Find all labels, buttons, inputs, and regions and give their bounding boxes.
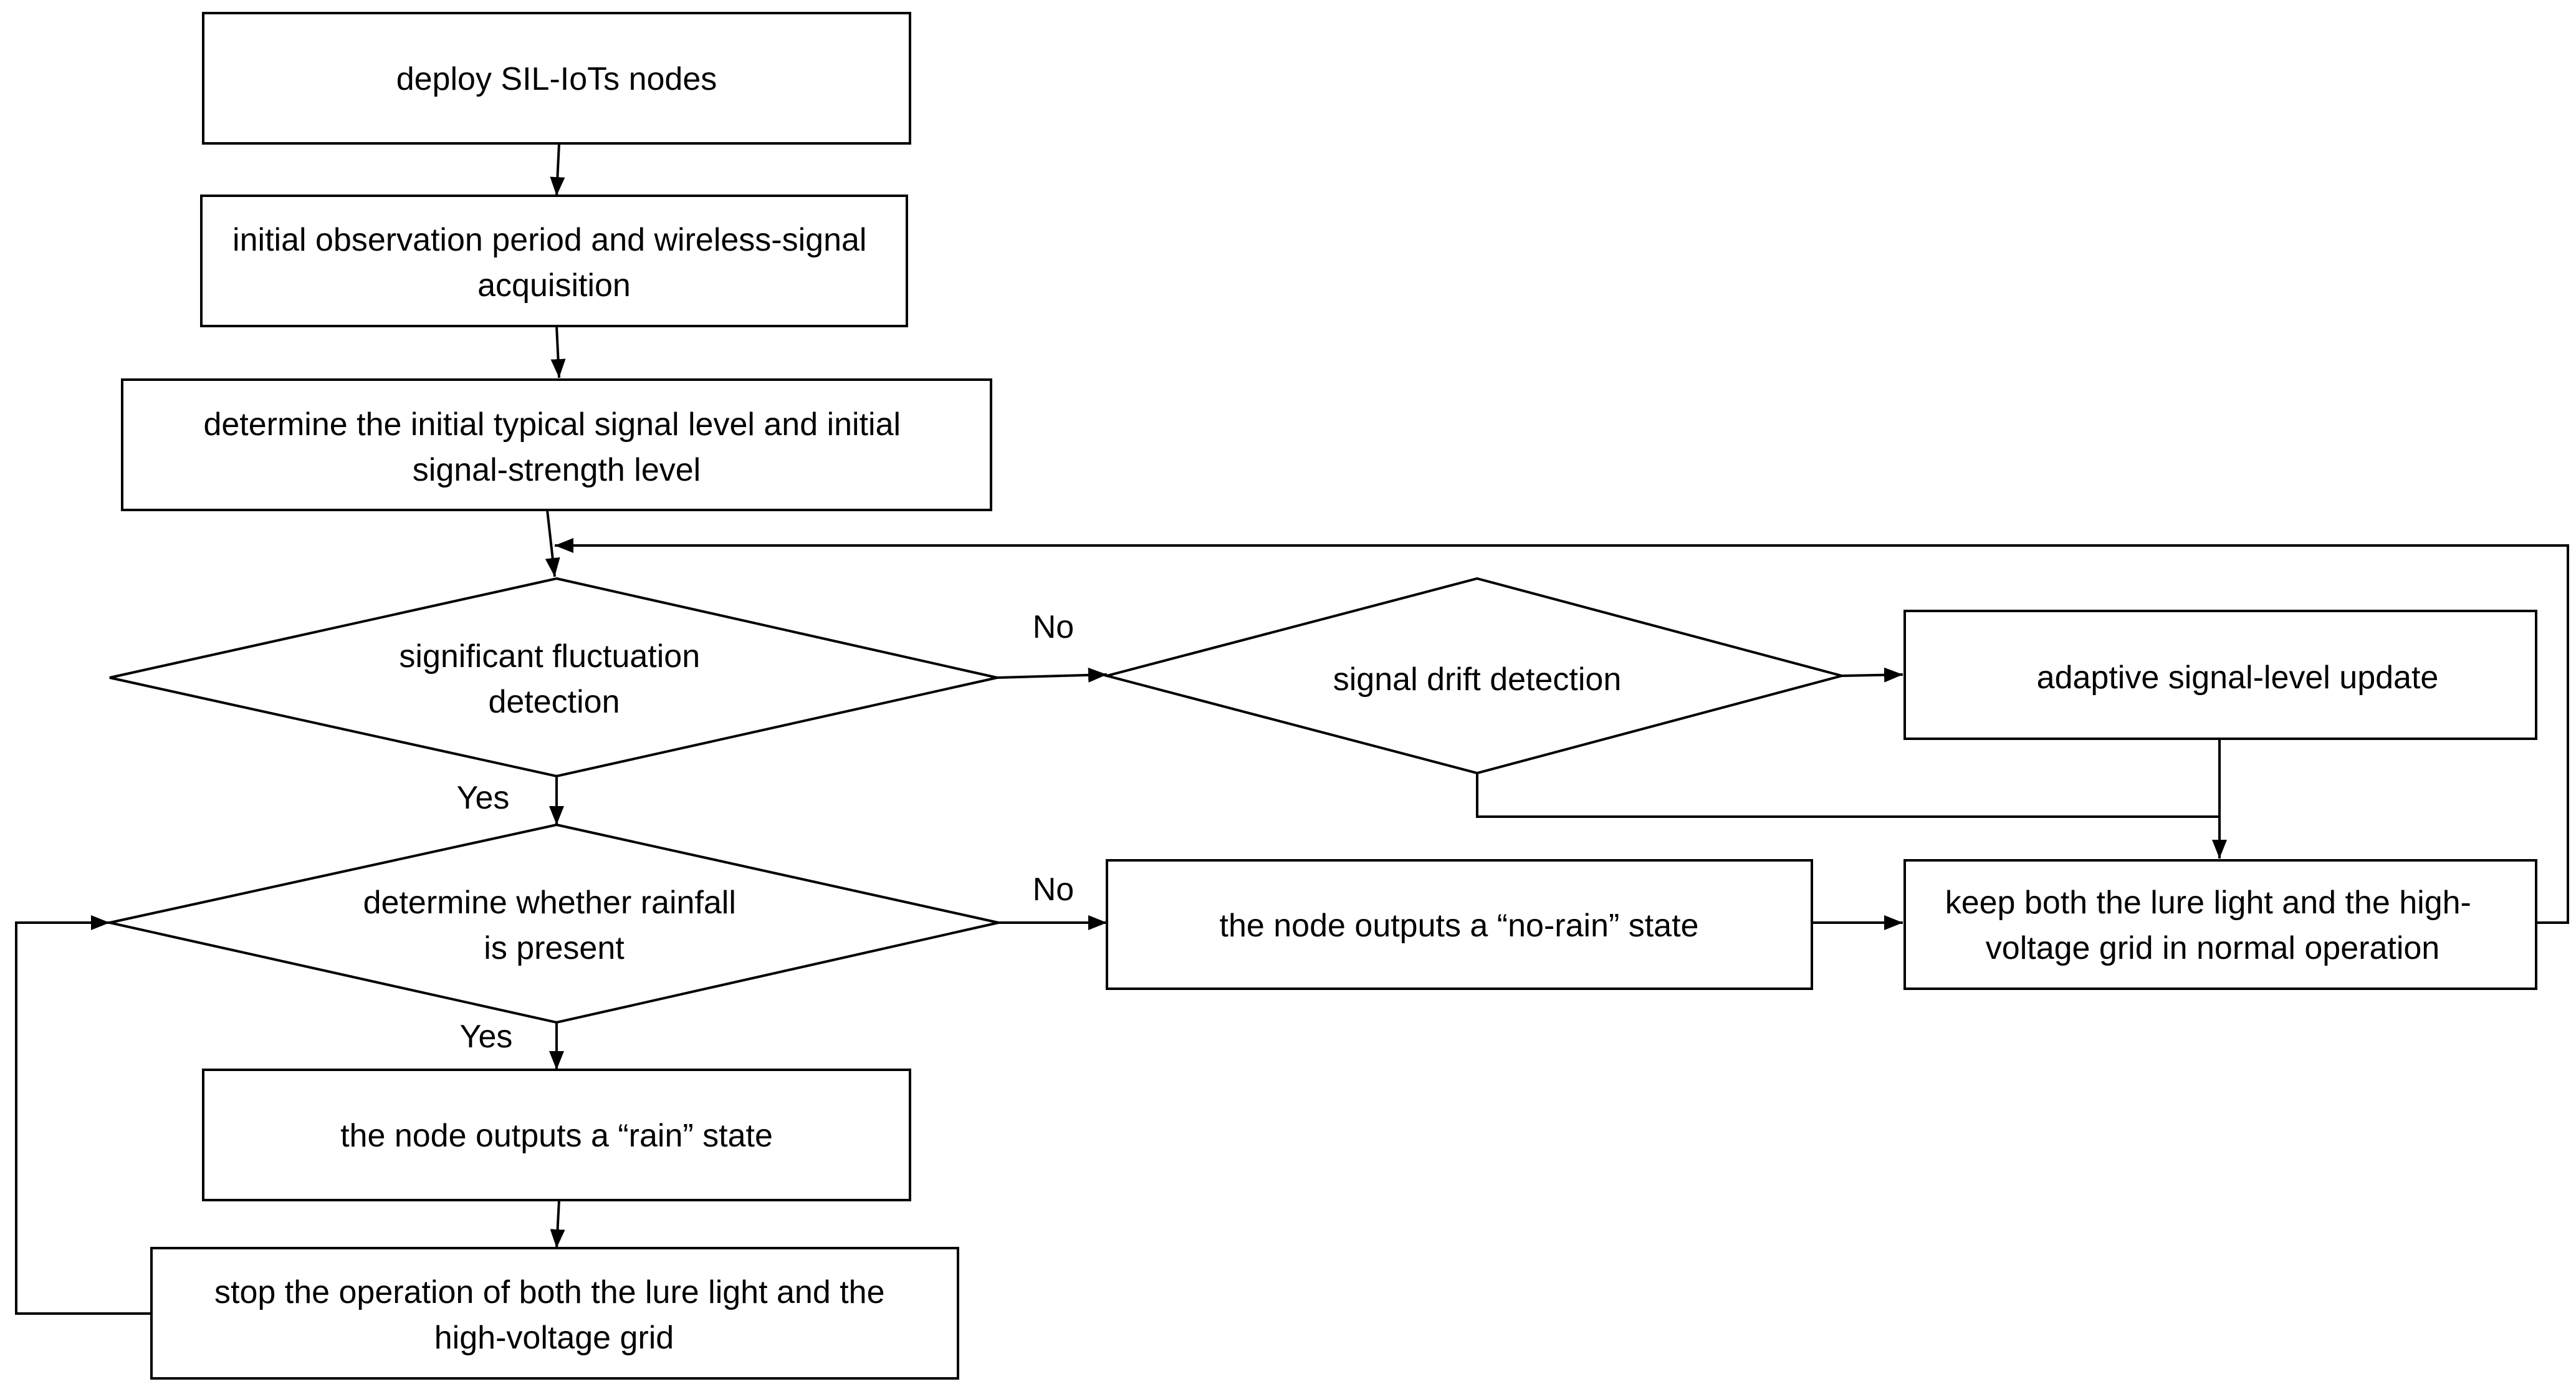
node-no-rain: the node outputs a “no-rain” state	[1106, 859, 1813, 990]
node-adaptive: adaptive signal-level update	[1903, 610, 2537, 740]
node-deploy-text: deploy SIL-IoTs nodes	[396, 61, 717, 97]
label-rainfall-no: No	[1033, 872, 1074, 908]
label-fluctuation-no: No	[1033, 609, 1074, 645]
node-fluctuation: significant fluctuation detection	[109, 577, 998, 778]
node-stop: stop the operation of both the lure ligh…	[150, 1247, 959, 1380]
node-rain-text: the node outputs a “rain” state	[340, 1118, 773, 1154]
label-fluctuation-yes: Yes	[457, 780, 510, 816]
node-deploy: deploy SIL-IoTs nodes	[202, 12, 911, 145]
node-keep-normal-text: keep both the lure light and the high- v…	[1945, 885, 2481, 966]
edge-drift-to-keep-normal	[1476, 773, 2219, 818]
edge-deploy-to-observe	[550, 143, 565, 196]
node-no-rain-text: the node outputs a “no-rain” state	[1220, 908, 1699, 944]
edge-observe-to-determine-level	[550, 325, 566, 378]
node-rain: the node outputs a “rain” state	[202, 1069, 911, 1201]
node-drift: signal drift detection	[1102, 577, 1847, 775]
node-adaptive-text: adaptive signal-level update	[2037, 660, 2439, 696]
edge-labels: No Yes No Yes	[457, 609, 1075, 1055]
node-keep-normal: keep both the lure light and the high- v…	[1903, 859, 2537, 990]
edge-drift-to-adaptive	[1841, 667, 1903, 683]
edges	[15, 143, 2569, 1315]
node-observe-text: initial observation period and wireless-…	[232, 222, 876, 304]
label-rainfall-yes: Yes	[460, 1019, 513, 1055]
node-determine-level-text: determine the initial typical signal lev…	[203, 406, 909, 488]
node-drift-text: signal drift detection	[1333, 661, 1622, 698]
node-stop-text: stop the operation of both the lure ligh…	[214, 1274, 894, 1356]
node-rainfall: determine whether rainfall is present	[109, 823, 999, 1024]
node-determine-level: determine the initial typical signal lev…	[121, 378, 992, 511]
node-fluctuation-text: significant fluctuation detection	[399, 638, 709, 720]
edge-fluctuation-to-drift	[997, 667, 1108, 683]
node-observe: initial observation period and wireless-…	[200, 195, 908, 327]
edge-determine-level-to-fluctuation	[545, 509, 560, 577]
edge-rain-to-stop	[550, 1199, 565, 1249]
edge-stop-loop-back	[15, 915, 151, 1315]
node-rainfall-text: determine whether rainfall is present	[363, 885, 745, 966]
